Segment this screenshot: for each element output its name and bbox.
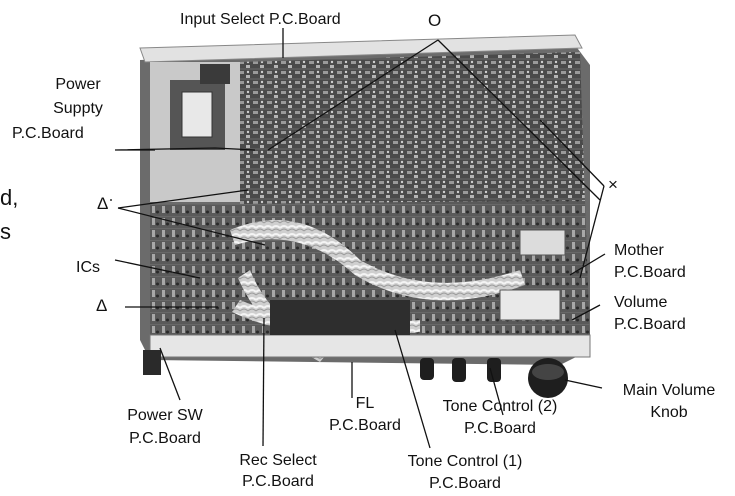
fl-board-label-line2: P.C.Board bbox=[329, 417, 401, 434]
input-select-label: Input Select P.C.Board bbox=[180, 11, 341, 28]
power-sw-label-line1: Power SW bbox=[127, 407, 203, 424]
partial-text-line1: d, bbox=[0, 185, 19, 210]
power-supply-label-line3: P.C.Board bbox=[12, 125, 84, 142]
rec-select-label-line2: P.C.Board bbox=[242, 473, 314, 490]
power-sw-label-line2: P.C.Board bbox=[129, 430, 201, 447]
ics-label: ICs bbox=[76, 259, 100, 276]
circle-symbol-label: O bbox=[428, 11, 442, 30]
main-volume-label-line1: Main Volume bbox=[622, 382, 716, 399]
fl-board-label-line1: FL bbox=[355, 395, 375, 412]
rec-select-label-line1: Rec Select bbox=[239, 452, 317, 469]
tone-control-1-label-line1: Tone Control (1) bbox=[407, 453, 523, 470]
volume-board-label-line1: Volume bbox=[614, 294, 668, 311]
power-supply-label-line1: Power bbox=[55, 76, 101, 93]
tone-control-1-label-line2: P.C.Board bbox=[429, 475, 501, 492]
delta-symbol-lower: Δ bbox=[96, 296, 108, 315]
main-volume-label-line2: Knob bbox=[650, 404, 688, 421]
power-supply-label-line2: Suppty bbox=[53, 100, 103, 117]
delta-symbol-upper: Δ bbox=[97, 194, 109, 213]
partial-text-line2: s bbox=[0, 219, 11, 244]
volume-board-label-line2: P.C.Board bbox=[614, 316, 686, 333]
tone-control-2-label-line1: Tone Control (2) bbox=[442, 398, 558, 415]
tone-control-2-label-line2: P.C.Board bbox=[464, 420, 536, 437]
mother-board-label-line2: P.C.Board bbox=[614, 264, 686, 281]
mother-board-label-line1: Mother bbox=[614, 242, 664, 259]
cross-symbol-label: × bbox=[608, 175, 618, 194]
